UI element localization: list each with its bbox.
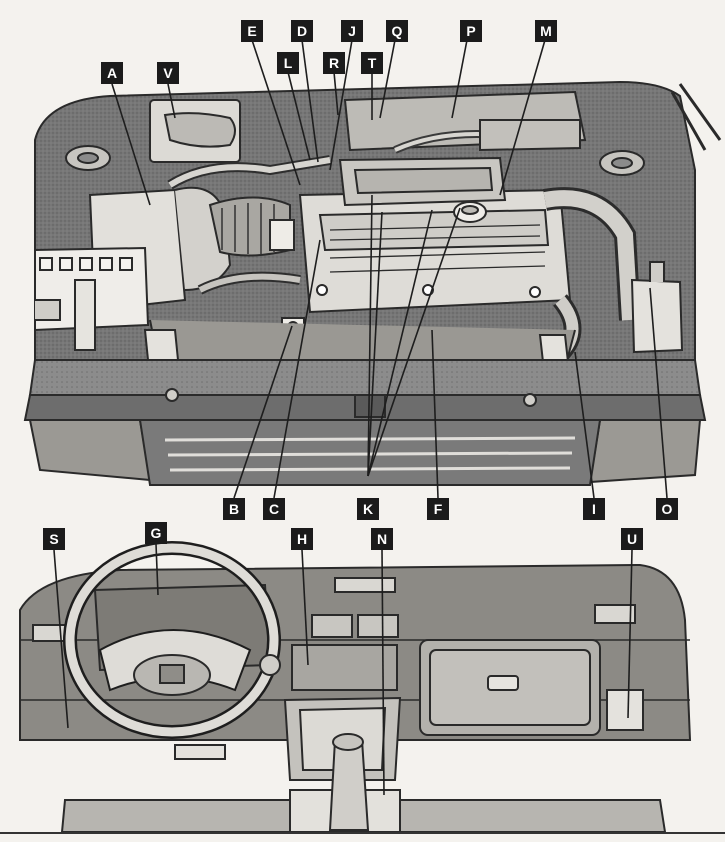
dashboard-leader-lines <box>53 543 633 796</box>
engine-leader-lines <box>111 39 668 499</box>
callout-L: L <box>277 52 299 74</box>
callout-C: C <box>263 498 285 520</box>
callout-U: U <box>621 528 643 550</box>
callout-E: E <box>241 20 263 42</box>
callout-T: T <box>361 52 383 74</box>
callout-V: V <box>157 62 179 84</box>
callout-S: S <box>43 528 65 550</box>
callout-I: I <box>583 498 605 520</box>
callout-H: H <box>291 528 313 550</box>
callout-M: M <box>535 20 557 42</box>
callout-A: A <box>101 62 123 84</box>
callout-R: R <box>323 52 345 74</box>
callout-J: J <box>341 20 363 42</box>
dashboard <box>19 541 692 833</box>
engine-bay <box>34 80 722 381</box>
callout-D: D <box>291 20 313 42</box>
callout-F: F <box>427 498 449 520</box>
callout-Q: Q <box>386 20 408 42</box>
callout-G: G <box>145 522 167 544</box>
callout-O: O <box>656 498 678 520</box>
callout-N: N <box>371 528 393 550</box>
callout-K: K <box>357 498 379 520</box>
callout-P: P <box>460 20 482 42</box>
front-grille <box>23 359 707 486</box>
callout-B: B <box>223 498 245 520</box>
bottom-rule <box>0 832 725 834</box>
